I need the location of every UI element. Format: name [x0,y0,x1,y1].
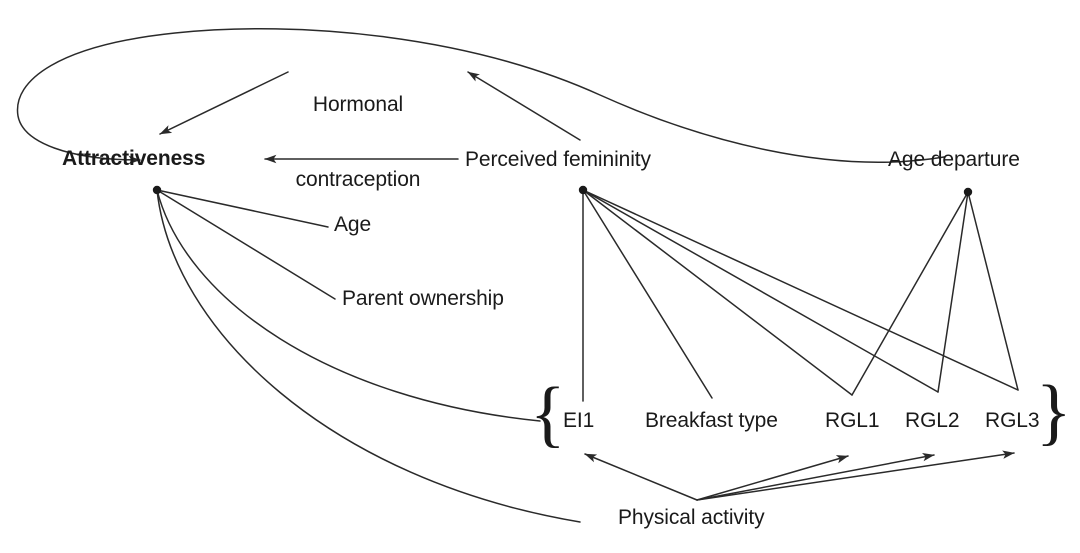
edge-physical-activity-to-rgl1 [696,455,849,501]
edge-attractiveness-to-ei1-brace [156,189,541,422]
edge-attractiveness-to-parent-ownership [156,189,336,300]
edge-perceived-femininity-to-hormonal-contraception [467,71,581,141]
node-age-departure: Age departure [888,148,1020,171]
node-rgl1: RGL1 [825,409,880,432]
node-perceived-femininity: Perceived femininity [465,148,651,171]
edge-physical-activity-to-ei1 [584,453,698,501]
edge-age-departure-to-attractiveness [16,28,945,165]
edge-perceived-femininity-to-breakfast-type [582,189,713,399]
node-dot-age-departure [963,187,973,197]
edge-attractiveness-to-physical-activity [156,189,581,523]
node-rgl2: RGL2 [905,409,960,432]
brace-right: } [1036,371,1072,453]
node-physical-activity: Physical activity [618,506,765,529]
edge-physical-activity-to-rgl2 [696,453,935,501]
node-breakfast-type: Breakfast type [645,409,778,432]
node-hormonal-contraception-line2: contraception [295,168,421,191]
node-attractiveness: Attractiveness [62,147,206,170]
node-hormonal-contraception-line1: Hormonal [312,93,404,116]
node-ei1: EI1 [563,409,595,432]
brace-left: { [530,373,566,455]
edge-perceived-femininity-to-rgl3 [582,189,1019,391]
node-parent-ownership: Parent ownership [342,287,504,310]
edge-age-departure-to-rgl3 [967,191,1019,391]
node-hormonal-contraception: Hormonal contraception [258,42,458,242]
node-dot-attractiveness [152,185,162,195]
edge-age-departure-to-rgl1 [851,191,969,396]
edge-perceived-femininity-to-rgl2 [582,189,939,393]
edge-age-departure-to-rgl2 [937,191,969,393]
node-age: Age [334,213,372,236]
edge-physical-activity-to-rgl3 [696,450,1015,501]
node-dot-perceived-femininity [578,185,588,195]
edge-hormonal-contraception-to-attractiveness [159,71,289,135]
node-rgl3: RGL3 [985,409,1040,432]
edge-perceived-femininity-to-rgl1 [582,189,853,396]
edge-attractiveness-to-age [156,189,329,228]
